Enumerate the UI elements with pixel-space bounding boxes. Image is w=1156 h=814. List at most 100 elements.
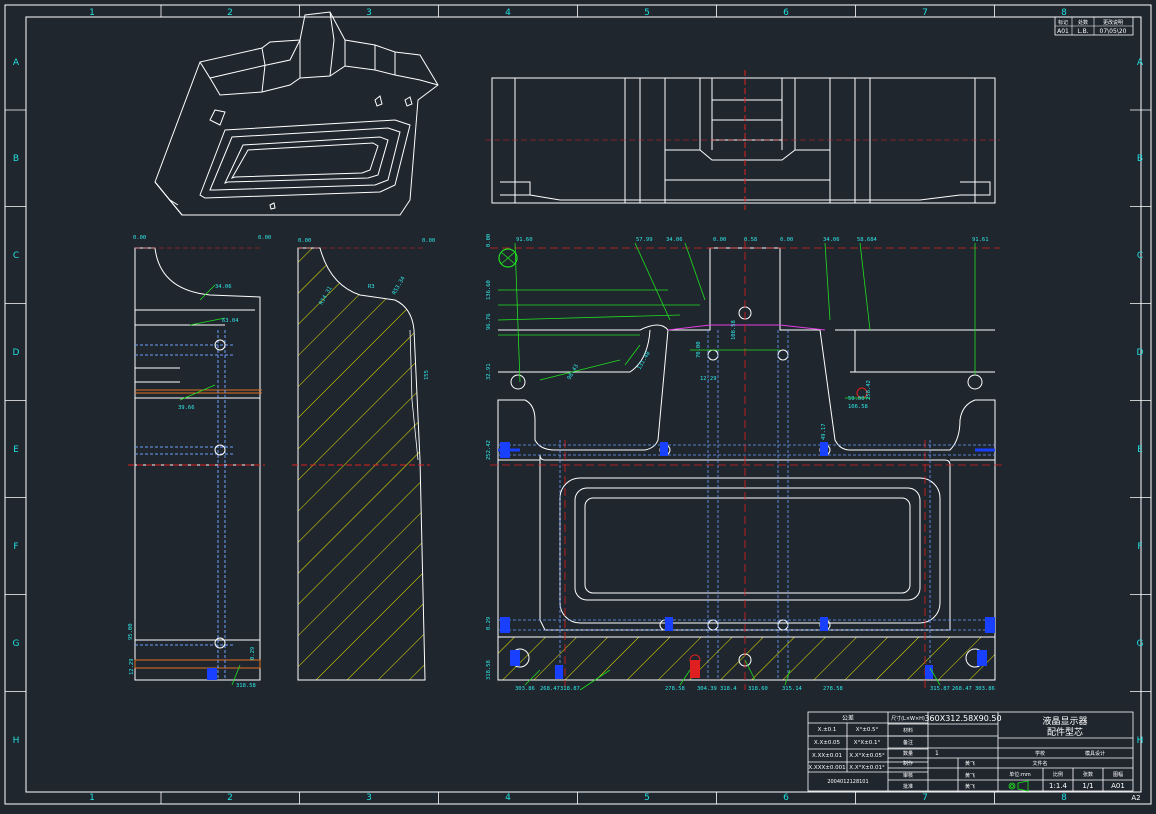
dimension-label: 0.00 [780,237,793,243]
dimension-label: 0.00 [486,234,492,247]
dimension-label: 315.14 [782,686,803,692]
dimension-label: 0.00 [713,237,726,243]
designer-name-2: 黄飞 [965,772,975,779]
grid-row-label-left: G [13,639,20,649]
grid-row-label-right: G [1137,639,1144,649]
grid-col-label-bottom: 2 [227,793,233,803]
grid-col-label-top: 4 [505,8,511,18]
designer-name-3: 黄飞 [965,783,975,790]
designer-name: 黄飞 [965,760,975,767]
dimension-label: 0.29 [486,617,492,630]
dimension-label: 278.58 [823,686,843,692]
dimension-label: 303.86 [975,686,995,692]
material-label: 材料 [903,727,913,734]
grid-row-label-left: C [13,251,19,261]
dimension-label: 91.61 [972,237,989,243]
dimension-label: 34.06 [666,237,683,243]
grid-col-label-bottom: 6 [783,793,789,803]
inner-frame [25,16,1142,793]
dimension-label: 315.87 [930,686,950,692]
grid-col-label-top: 7 [922,8,928,18]
dimension-label: 32.91 [486,363,492,380]
grid-col-label-bottom: 1 [89,793,95,803]
dimension-label: 0.00 [133,235,146,241]
unit-label: 单位:mm [1009,771,1031,778]
dimension-label: 0.58 [744,237,757,243]
sheet-value: 1/1 [1082,782,1093,790]
size-value: 360X312.58X90.50 [924,714,1001,723]
maker-label: 制作 [903,760,913,767]
dimension-label: 59.00 [848,396,865,402]
grid-row-label-right: B [1137,154,1143,164]
grid-row-label-left: F [13,542,18,552]
dimension-label: 318.4 [720,686,737,692]
revision-value: 07\05\20 [1100,28,1127,35]
sheet-label: 张数 [1083,771,1093,778]
revision-value: L.B. [1077,28,1088,35]
section-view [292,247,430,681]
title-block: 尺寸(L×W×H) 360X312.58X90.50 液晶显示器 配件型芯 材料… [891,714,1141,802]
dimension-label: 303.86 [515,686,535,692]
file-label: 文件名 [1032,760,1047,767]
grid-row-label-left: A [13,58,20,68]
qty-value: 1 [935,750,939,757]
school-label: 学校 [1035,750,1045,757]
tolerance-cell: X.XX±0.01 [812,753,842,759]
grid-row-label-left: B [13,154,19,164]
grid-row-label-left: H [13,736,20,746]
size-label: 尺寸(L×W×H) [891,715,925,722]
tolerance-table [807,711,1134,792]
dimension-label: 95.00 [128,623,134,640]
dimension-label: 0.00 [422,238,435,244]
dimension-label: 0.00 [258,235,271,241]
grid-col-label-top: 8 [1061,8,1067,18]
dimension-label: 39.66 [178,405,195,411]
dimension-label: 106.58 [848,404,868,410]
revision-header: 标记 [1058,19,1068,26]
tolerance-text: 公差 X.±0.1 X°±0.5° X.X±0.05 X°X±0.1° X.XX… [808,714,885,785]
part-name: 配件型芯 [1047,726,1083,738]
tolerance-cell: X°±0.5° [856,727,879,733]
drawing-number: 2004012128101 [827,779,868,785]
dimension-label: 318.58 [486,660,492,680]
dimension-label: 318.58 [236,683,256,689]
grid-col-label-bottom: 5 [644,793,650,803]
grid-col-label-top: 5 [644,8,650,18]
dimension-label: 155 [424,370,430,380]
grid-col-label-top: 3 [366,8,372,18]
projection-symbol-icon [1008,780,1029,792]
dimension-label: 136.60 [486,280,492,300]
tolerance-title: 公差 [842,714,854,722]
grid-row-label-right: D [1137,348,1144,358]
dimension-label: 70.00 [696,341,702,358]
sheet-size-value: A01 [1111,782,1125,790]
plan-view [207,240,1005,690]
corner-label: A2 [1131,794,1140,802]
dimension-label: 268.47 [952,686,972,692]
grid-row-label-left: E [13,445,19,455]
grid-col-label-top: 1 [89,8,95,18]
dimension-label: R3 [368,284,375,290]
grid-row-label-right: H [1137,736,1144,746]
tolerance-cell: X.X°X±0.01° [849,765,885,771]
grid-col-label-bottom: 8 [1061,793,1067,803]
review-label: 审核 [903,772,913,779]
grid-col-label-top: 2 [227,8,233,18]
outer-frame [4,4,1152,805]
school-value: 模具设计 [1085,750,1105,757]
dimension-label: 318.87 [560,686,580,692]
dimension-label: 318.60 [748,686,768,692]
revision-header: 更改说明 [1103,19,1123,26]
dimension-label: 278.58 [665,686,685,692]
dimension-label: 252.42 [486,440,492,460]
dimension-label: 91.60 [516,237,533,243]
grid-col-label-bottom: 7 [922,793,928,803]
side-view [128,247,265,681]
qty-label: 数量 [903,750,913,757]
leader-lines [179,242,976,691]
revision-value: A01 [1057,28,1069,35]
revision-header: 处数 [1078,19,1088,26]
grid-row-label-right: A [1137,58,1144,68]
